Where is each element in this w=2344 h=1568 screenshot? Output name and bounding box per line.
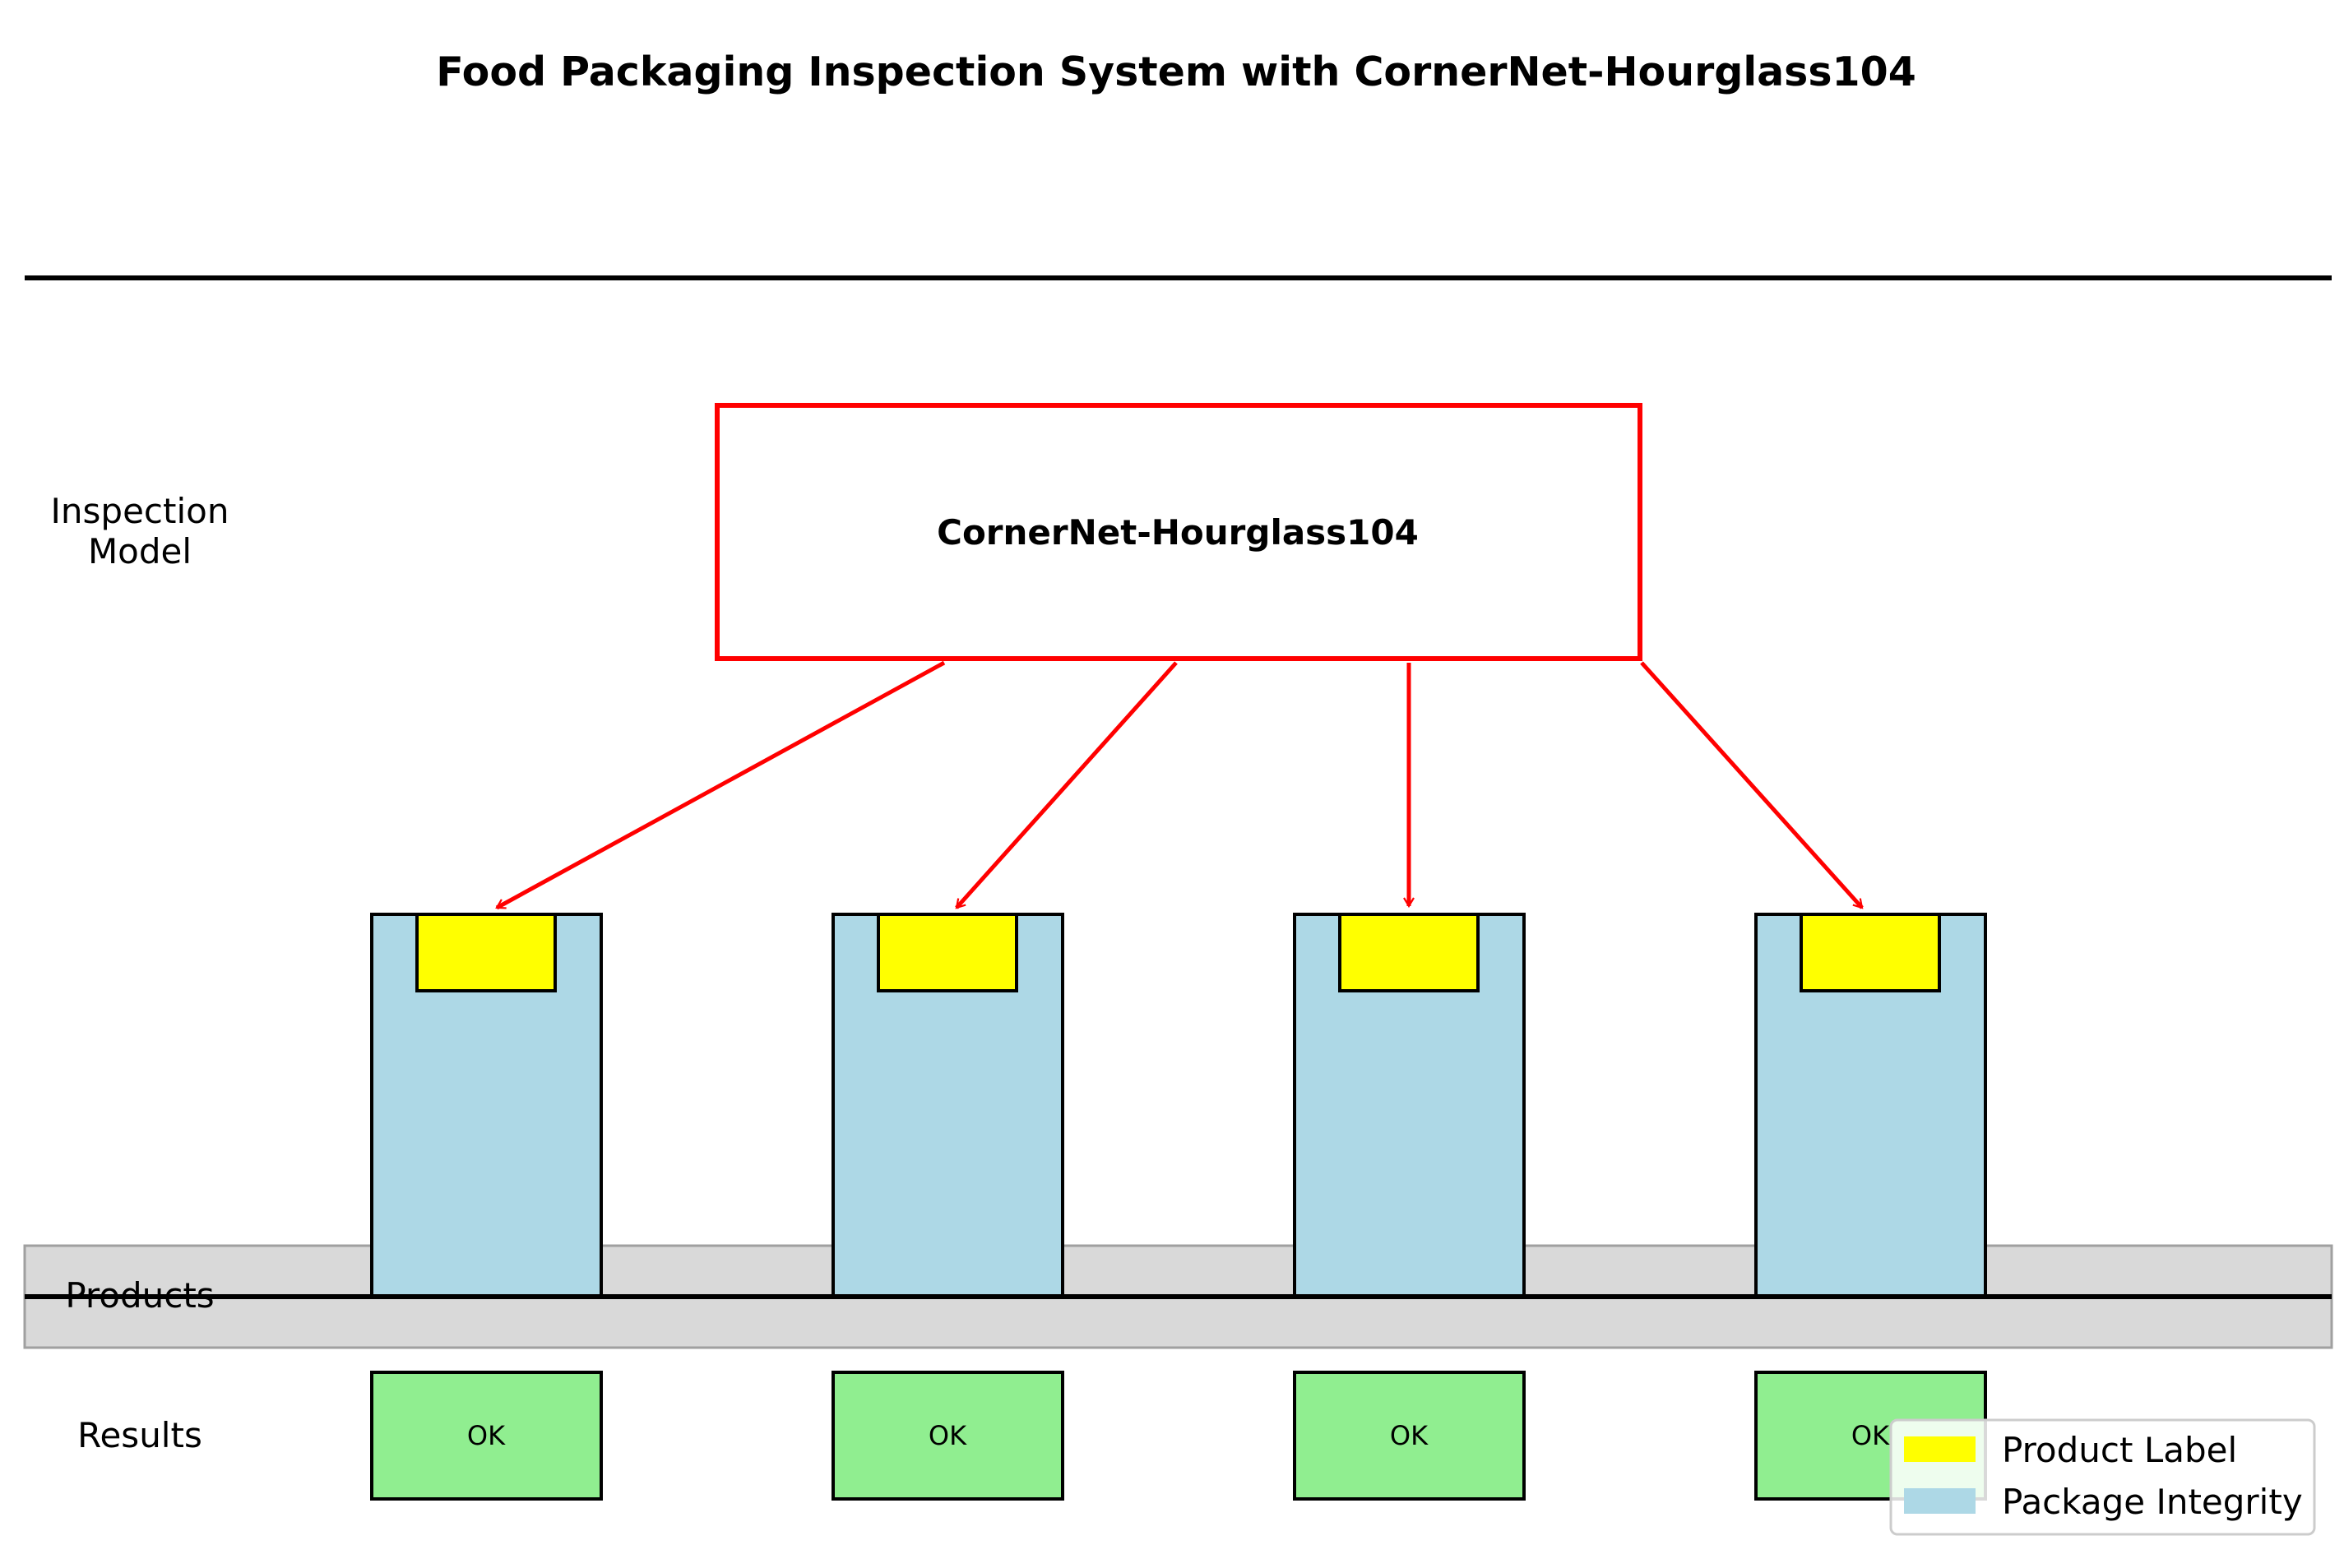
inspection-model-label-line1: Inspection [51, 491, 229, 531]
result-box: OK [370, 1371, 603, 1501]
product-label-tag [415, 913, 557, 992]
legend-label-product-label: Product Label [2002, 1430, 2237, 1470]
product-label-tag [1800, 913, 1941, 992]
result-box: OK [832, 1371, 1064, 1501]
inspection-arrow [955, 661, 1178, 909]
legend-swatch-package-integrity [1904, 1488, 1976, 1514]
product-package [832, 913, 1064, 1298]
result-status: OK [1390, 1420, 1429, 1451]
model-label: CornerNet-Hourglass104 [937, 512, 1419, 553]
result-box: OK [1293, 1371, 1526, 1501]
model-box [715, 403, 1642, 661]
result-box-rect [1293, 1371, 1526, 1501]
product-package [1293, 913, 1526, 1298]
product-label-tag [877, 913, 1018, 992]
legend-box [1889, 1418, 2316, 1536]
result-status: OK [929, 1420, 967, 1451]
result-status: OK [1851, 1420, 1890, 1451]
results-label: Results [77, 1415, 202, 1455]
product-package [370, 913, 603, 1298]
inspection-arrow [1640, 661, 1864, 909]
result-status: OK [467, 1420, 506, 1451]
diagram-title: Food Packaging Inspection System with Co… [436, 49, 1916, 95]
product-package [1754, 913, 1987, 1298]
product-label-tag [1338, 913, 1480, 992]
inspection-model-label-line2: Model [88, 531, 192, 571]
legend-label-package-integrity: Package Integrity [2002, 1482, 2303, 1522]
result-box-rect [370, 1371, 603, 1501]
legend: Product Label Package Integrity [1889, 1418, 2316, 1536]
legend-swatch-product-label [1904, 1436, 1976, 1462]
inspection-arrow [495, 660, 946, 910]
result-box-rect [832, 1371, 1064, 1501]
products-label: Products [65, 1275, 214, 1316]
